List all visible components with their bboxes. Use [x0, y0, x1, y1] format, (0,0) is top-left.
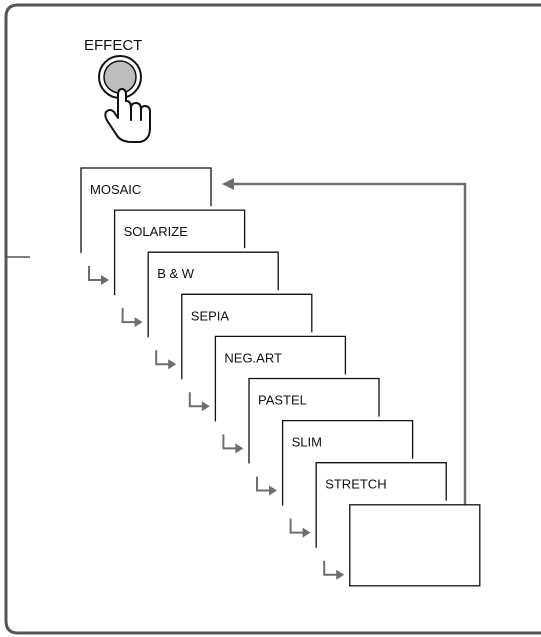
panel-border [214, 335, 347, 422]
effect-cascade: MOSAIC SOLARIZE B & W SEPIA NEG.ART PASTEL SLI… [80, 167, 481, 590]
effect-button-face [103, 60, 137, 94]
effect-label: STRETCH [325, 477, 386, 492]
effect-label: NEG.ART [224, 350, 282, 365]
panel-border [113, 209, 246, 296]
next-arrow-icon [256, 476, 277, 496]
effect-label: PASTEL [258, 393, 307, 408]
next-arrow-icon [155, 350, 177, 370]
next-arrow-icon [121, 308, 143, 328]
panel-border [80, 167, 212, 253]
pressing-hand-icon [104, 88, 151, 143]
effect-button-label: EFFECT [84, 37, 142, 54]
panel-border [315, 462, 447, 548]
next-arrow-icon [88, 266, 109, 285]
effect-label: B & W [157, 266, 195, 281]
effect-label: SLIM [292, 435, 322, 450]
next-arrow-icon [323, 560, 345, 580]
next-arrow-icon [222, 434, 244, 454]
effect-panel [349, 504, 481, 590]
panel-border [349, 504, 481, 587]
next-arrow-icon [289, 518, 311, 538]
panel-border [248, 377, 380, 464]
effect-label: MOSAIC [90, 182, 141, 197]
panel-border [181, 293, 313, 380]
panel-background [349, 504, 480, 590]
next-arrow-icon [188, 392, 210, 412]
effect-label: SEPIA [191, 308, 230, 323]
loop-arrow [222, 178, 467, 514]
effect-label: SOLARIZE [124, 224, 189, 239]
panel-border [147, 251, 279, 338]
effect-button[interactable] [98, 55, 142, 99]
loop-arrow-head [222, 178, 234, 190]
outer-frame [4, 3, 541, 635]
panel-border [281, 419, 414, 506]
